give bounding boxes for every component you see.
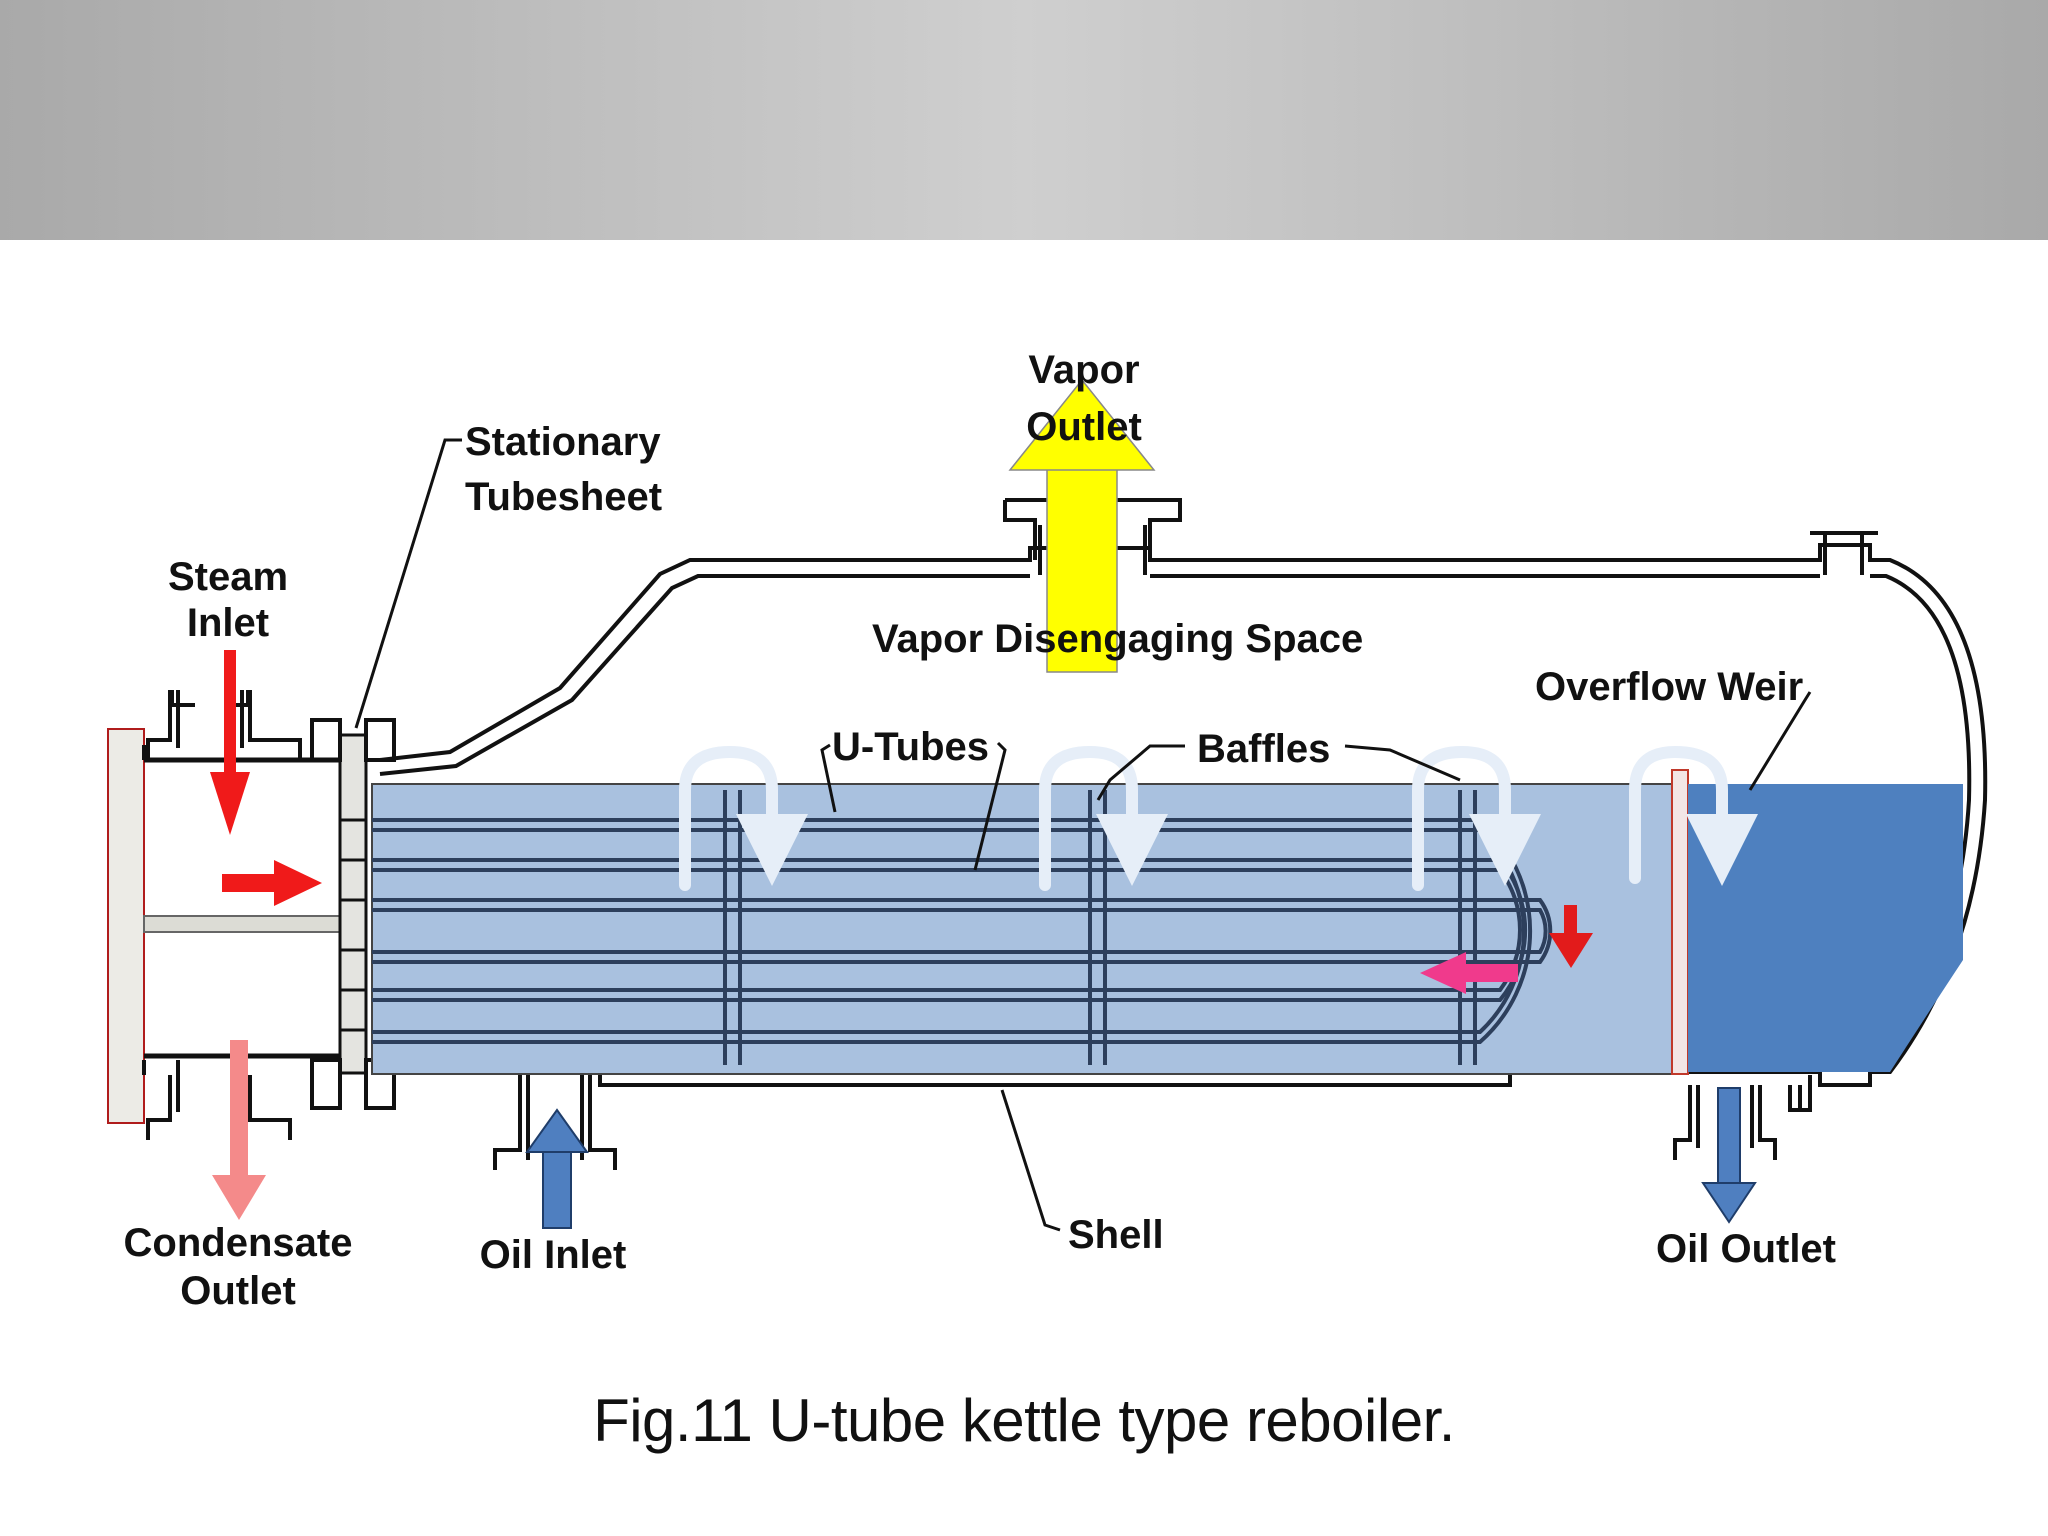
steam-tube-arrow [222,860,322,906]
label-steam-1: Steam [168,555,288,599]
condensate-outlet-nozzle [146,1060,292,1140]
oil-inlet-arrow [525,1108,589,1229]
condensate-outlet-arrow [212,1040,266,1220]
return-flow-arrow-pink [1420,952,1518,994]
label-vapor-outlet-1: Vapor [1028,348,1139,392]
tube-bundle [371,783,1673,1075]
leader-baffles-1 [1096,744,1185,801]
overflow-weir-plate [1671,769,1689,1075]
vapor-outlet-nozzle [1003,498,1182,575]
steam-inlet-nozzle [146,690,302,760]
figure-caption: Fig.11 U-tube kettle type reboiler. [593,1387,1455,1454]
label-shell: Shell [1068,1213,1164,1257]
label-vapor-space: Vapor Disengaging Space [872,617,1363,661]
label-u-tubes: U-Tubes [832,725,989,769]
leader-u-tubes-1 [820,743,837,813]
leader-baffles-2 [1344,744,1461,782]
label-baffles: Baffles [1197,727,1330,771]
leader-stationary [354,438,462,729]
header-band [0,0,2048,240]
oil-outlet-nozzle [1673,1075,1812,1160]
recirculation-arrows [679,745,1758,891]
label-vapor-outlet-2: Outlet [1026,405,1142,449]
leader-lines [354,438,1812,1232]
shell-outline [379,543,1988,1087]
leader-overflow-weir [1748,691,1812,791]
label-stationary-1: Stationary [465,420,661,464]
label-oil-inlet: Oil Inlet [480,1233,627,1277]
stationary-tubesheet [310,718,396,1110]
label-stationary-2: Tubesheet [465,475,662,519]
label-overflow-weir: Overflow Weir [1535,665,1803,709]
vapor-outlet-arrow [1008,378,1156,673]
steam-inlet-arrow [210,650,250,835]
leader-shell [1000,1089,1061,1232]
label-condensate-1: Condensate [124,1221,353,1265]
baffles [723,790,1477,1065]
vent-nozzle [1810,531,1878,575]
leader-u-tubes-2 [973,741,1007,871]
return-flow-arrow-red [1549,905,1593,968]
channel-head [107,728,341,1124]
label-condensate-2: Outlet [180,1269,296,1313]
label-steam-2: Inlet [187,601,269,645]
liquid-pool [1688,784,1963,1072]
oil-outlet-arrow [1701,1087,1757,1224]
label-oil-outlet: Oil Outlet [1656,1227,1836,1271]
